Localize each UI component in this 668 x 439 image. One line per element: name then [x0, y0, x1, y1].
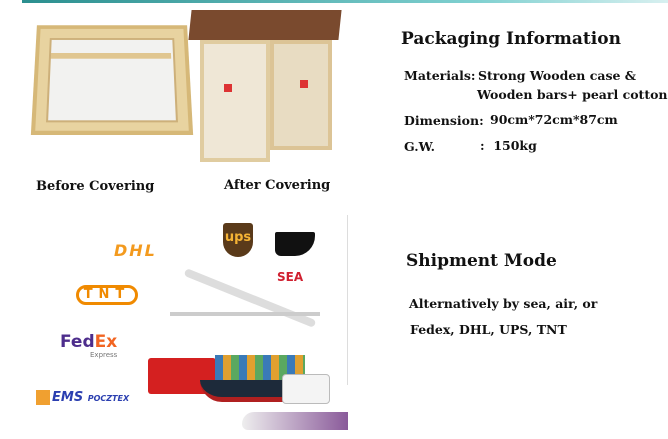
ship-icon — [275, 232, 315, 256]
after-covering-caption: After Covering — [224, 178, 331, 193]
dhl-logo: DHL — [114, 241, 157, 260]
closed-crate-image — [188, 10, 342, 162]
ups-logo: ups — [223, 223, 253, 257]
divider — [347, 215, 348, 385]
fedex-ex: Ex — [94, 332, 118, 352]
before-covering-caption: Before Covering — [36, 179, 155, 194]
dimension-value: 90cm*72cm*87cm — [490, 112, 618, 127]
van-image — [282, 374, 330, 404]
train-image — [242, 412, 348, 430]
gw-label: G.W. — [404, 139, 436, 154]
fedex-fed: Fed — [60, 332, 95, 352]
materials-line-2: Wooden bars+ pearl cottons — [477, 87, 668, 102]
top-accent-bar — [22, 0, 668, 3]
ems-logo: EMS POCZTEX — [36, 390, 129, 405]
shipment-title: Shipment Mode — [406, 251, 557, 271]
shipment-line-2: Fedex, DHL, UPS, TNT — [410, 322, 567, 337]
gw-value: : 150kg — [480, 138, 537, 153]
shipment-line-1: Alternatively by sea, air, or — [409, 296, 598, 311]
cargo-ship-image — [200, 380, 300, 402]
fedex-express: Express — [90, 351, 118, 359]
dimension-label: Dimension: — [404, 113, 484, 128]
fedex-logo: FedEx — [60, 332, 117, 352]
materials-label: Materials: — [404, 68, 476, 83]
sea-label: SEA — [277, 270, 304, 284]
ems-pocztex: POCZTEX — [87, 394, 130, 403]
open-crate-image — [30, 25, 194, 135]
packaging-title: Packaging Information — [401, 29, 621, 49]
airplane-image — [170, 268, 320, 332]
ems-text: EMS — [52, 390, 84, 405]
materials-line-1: Strong Wooden case & — [478, 68, 637, 83]
tnt-logo: TNT — [76, 285, 138, 305]
